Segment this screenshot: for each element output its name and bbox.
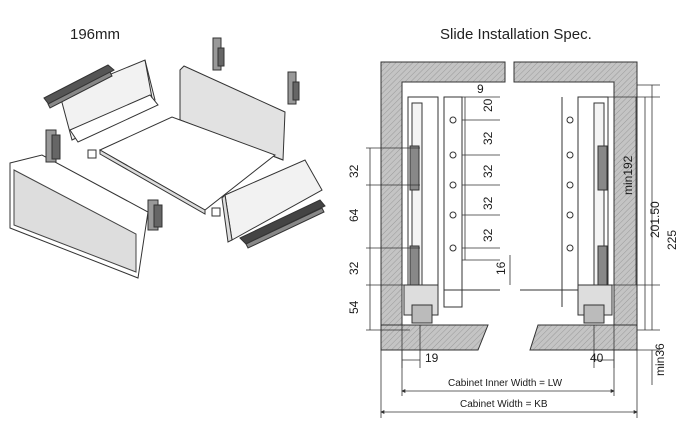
dimension-lines [366, 84, 660, 418]
dim-225: 225 [665, 230, 679, 250]
drawer-side-right [577, 96, 613, 324]
dim-left-32-bottom: 32 [347, 261, 361, 275]
dim-40: 40 [590, 351, 604, 365]
bottom-panel [98, 116, 277, 215]
rear-bracket-left [212, 37, 225, 71]
drawer-side-left [403, 96, 439, 324]
front-bracket-left [45, 129, 61, 163]
left-side-wall [59, 59, 159, 143]
dim-hole-32-a: 32 [481, 131, 495, 145]
dim-min192: min192 [621, 155, 635, 195]
clip-part-right [211, 207, 221, 217]
front-bracket-right [147, 199, 163, 231]
cabinet-inner-width-label: Cabinet Inner Width = LW [448, 378, 563, 389]
hole-column-right [566, 116, 574, 252]
dim-hole-32-b: 32 [481, 164, 495, 178]
cabinet-width-label: Cabinet Width = KB [460, 399, 548, 410]
dim-mid-16: 16 [494, 261, 508, 275]
left-runner [43, 64, 115, 109]
right-runner [239, 199, 326, 249]
cabinet-bottom-left [380, 324, 489, 351]
clip-part-left [87, 149, 97, 159]
exploded-drawer [9, 37, 326, 279]
dim-left-64: 64 [347, 208, 361, 222]
slide-spec-title: Slide Installation Spec. [440, 26, 592, 43]
dim-hole-20: 20 [481, 98, 495, 112]
dim-top-gap: 9 [477, 82, 484, 96]
front-panel [9, 154, 149, 279]
cabinet-section [380, 61, 638, 351]
drawer-diagram-title: 196mm [70, 26, 121, 43]
hole-column-left [443, 96, 463, 308]
dim-hole-32-d: 32 [481, 228, 495, 242]
dim-hole-32-c: 32 [481, 196, 495, 210]
cabinet-bottom-right [529, 324, 638, 351]
dim-19: 19 [425, 351, 439, 365]
dim-left-32-top: 32 [347, 164, 361, 178]
dim-left-54: 54 [347, 300, 361, 314]
right-side-wall [221, 159, 323, 243]
rear-bracket-right [287, 71, 300, 105]
dim-min36: min36 [653, 343, 667, 376]
dim-201-50: 201.50 [648, 201, 662, 238]
cabinet-top-right [513, 61, 638, 326]
